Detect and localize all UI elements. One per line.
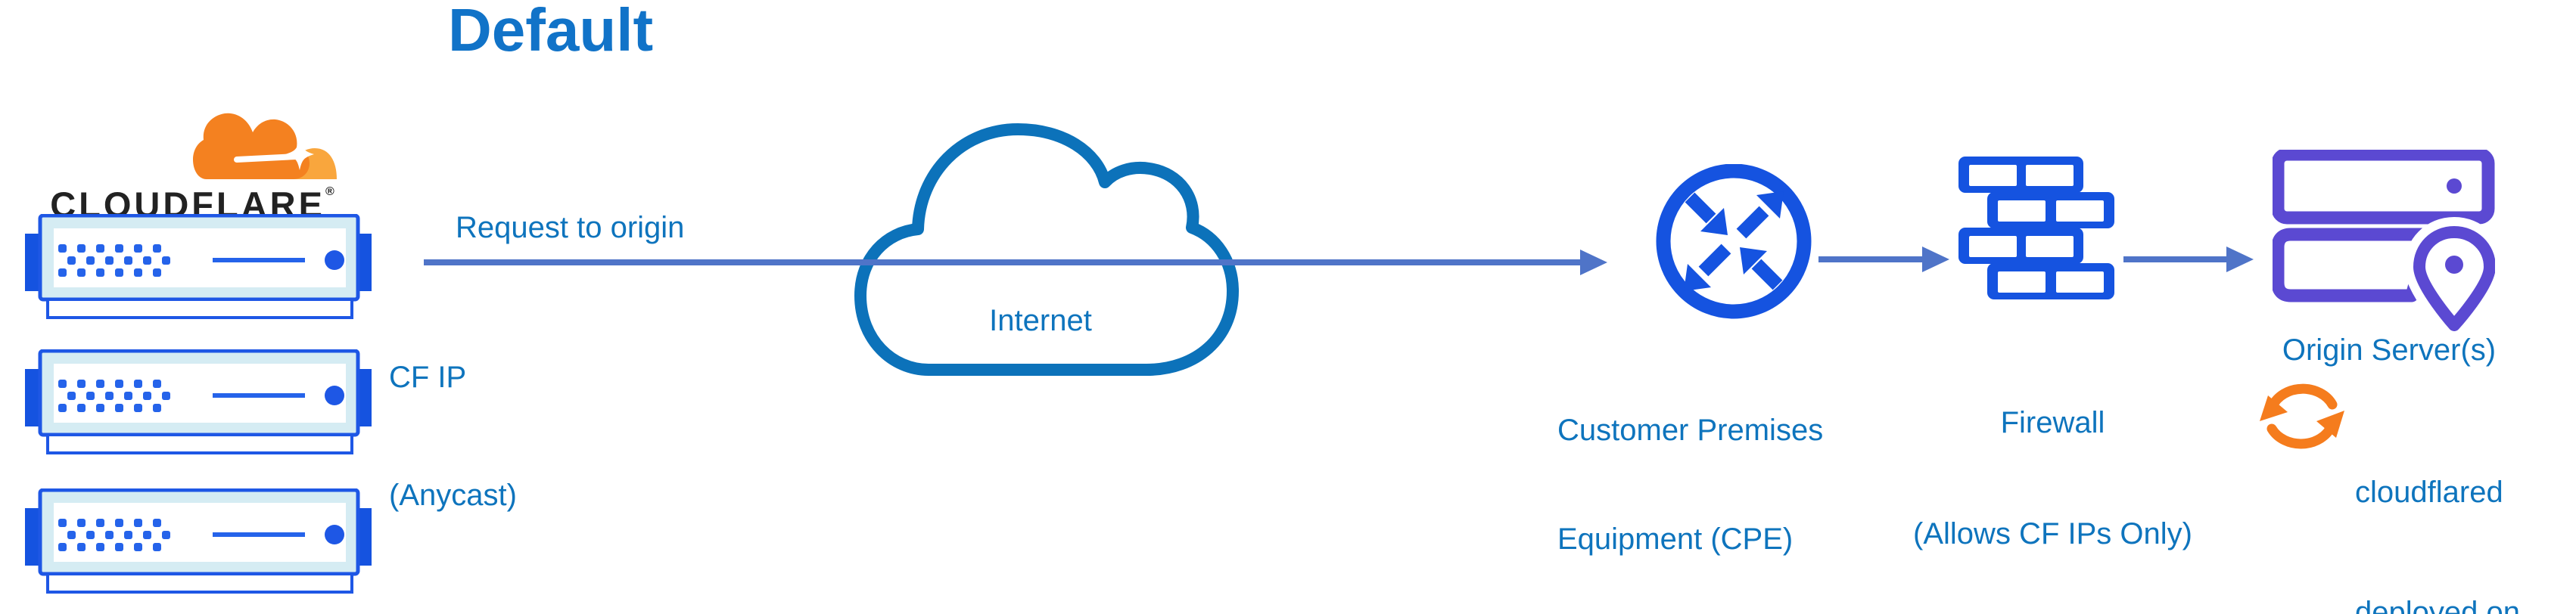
cloudflared-label: cloudflared deployed on servers	[2355, 392, 2520, 614]
edge-server-icon-2	[25, 349, 372, 454]
firewall-brick-icon	[1958, 157, 2114, 299]
cloudflare-logo-icon	[193, 113, 337, 179]
cf-ip-line1: CF IP	[389, 361, 467, 394]
firewall-label-line2: (Allows CF IPs Only)	[1913, 517, 2192, 550]
cloudflare-logo-dark-cloud	[193, 113, 310, 179]
cpe-label-line2: Equipment (CPE)	[1557, 523, 1794, 556]
arrow-cpe-to-firewall	[1818, 247, 1949, 272]
cloudflared-line1: cloudflared	[2355, 476, 2503, 509]
firewall-label: Firewall (Allows CF IPs Only)	[1884, 330, 2221, 614]
origin-servers-label: Origin Server(s)	[2282, 333, 2497, 367]
diagram-title: Default	[448, 0, 654, 64]
internet-cloud-icon	[854, 123, 1239, 376]
firewall-label-line1: Firewall	[2000, 406, 2105, 439]
cpe-label-line1: Customer Premises	[1557, 414, 1824, 447]
cloudflared-sync-icon	[2260, 383, 2344, 449]
location-pin-icon	[2413, 226, 2495, 331]
internet-label: Internet	[989, 304, 1092, 337]
origin-server-icon	[2273, 150, 2495, 333]
cloudflare-logo-flare-star	[285, 138, 314, 170]
arrow-firewall-to-origin	[2123, 247, 2254, 272]
cf-ip-anycast-label: CF IP (Anycast)	[389, 279, 517, 594]
edge-server-icon-3	[25, 488, 372, 594]
arrow-edge-to-cpe	[424, 250, 1607, 275]
cloudflared-line2: deployed on	[2355, 596, 2520, 614]
cpe-router-icon	[1656, 164, 1812, 319]
request-to-origin-label: Request to origin	[456, 211, 685, 244]
registered-trademark: ®	[325, 185, 334, 198]
cpe-label: Customer Premises Equipment (CPE)	[1557, 340, 1823, 614]
cf-ip-line2: (Anycast)	[389, 479, 517, 512]
edge-server-icon-1	[25, 214, 372, 319]
